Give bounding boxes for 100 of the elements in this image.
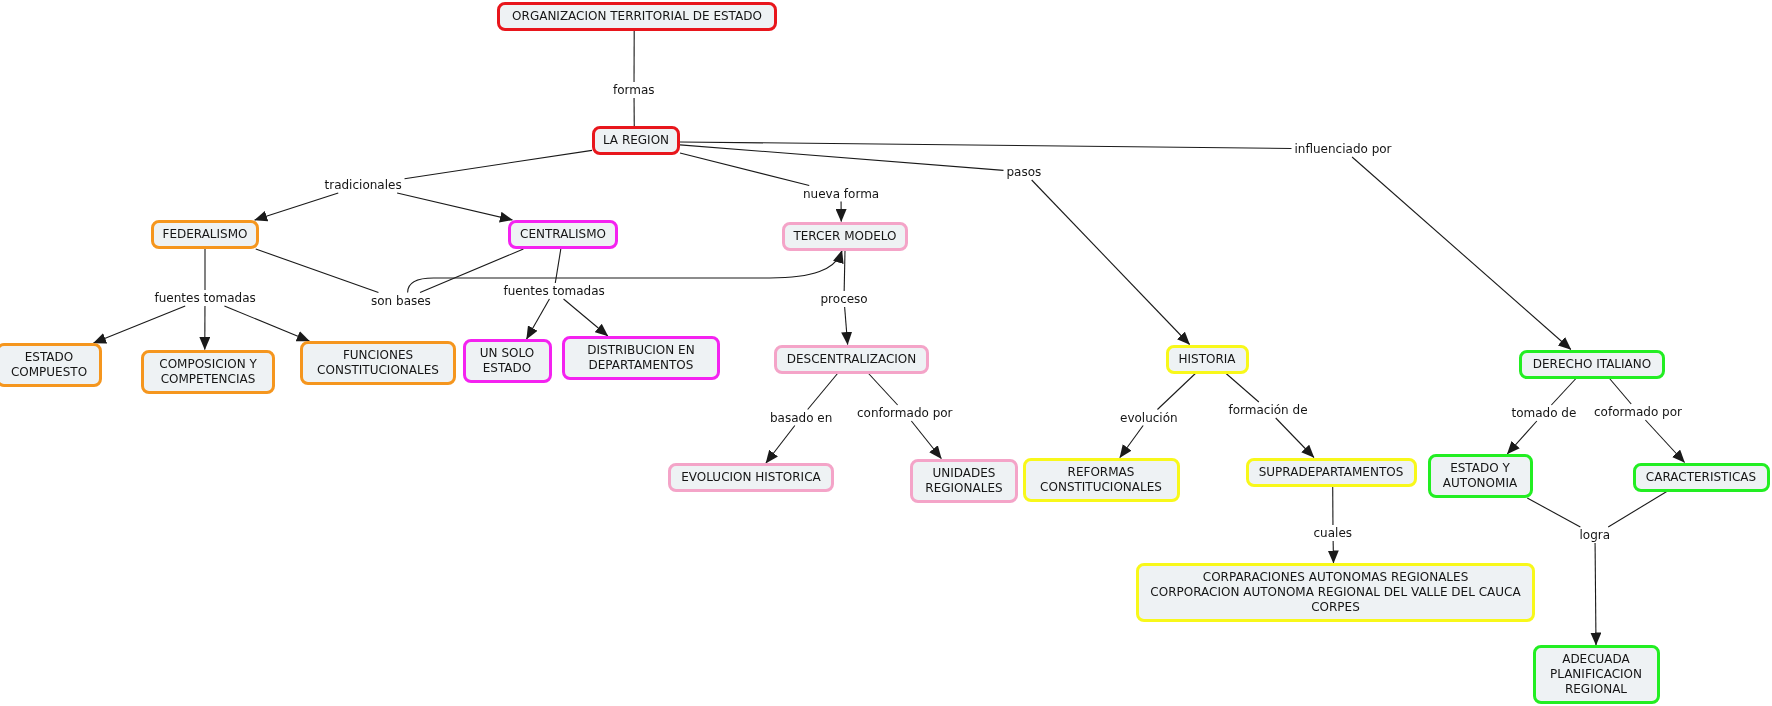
concept-label: CORPARACIONES AUTONOMAS REGIONALES	[1202, 570, 1469, 585]
concept-label: HISTORIA	[1178, 351, 1236, 367]
concept-box	[1136, 563, 1535, 622]
concept-box	[592, 126, 680, 155]
concept-label: CORPES	[1311, 600, 1360, 615]
linking-phrase: tradicionales	[321, 177, 405, 193]
concept-box	[782, 221, 908, 251]
concept-box	[0, 343, 102, 387]
concept-label: UN SOLO ESTADO	[478, 346, 536, 376]
linking-phrase: tomado de	[1508, 405, 1580, 421]
linking-phrase: influenciado por	[1291, 141, 1395, 157]
linking-phrase: son bases	[368, 292, 434, 309]
arrow	[910, 420, 942, 460]
arrow	[254, 192, 339, 222]
connector-line	[1550, 377, 1577, 406]
arrow	[407, 249, 843, 294]
linking-phrase: nueva forma	[800, 185, 883, 202]
connector-line	[403, 149, 593, 180]
connector-line	[807, 372, 839, 411]
connector-line	[1225, 372, 1260, 403]
concept-label: FEDERALISMO	[162, 227, 248, 242]
concept-box	[462, 339, 552, 383]
arrow	[1031, 179, 1191, 346]
concept-label: ESTADO Y AUTONOMIA	[1441, 461, 1519, 491]
concept-box	[508, 220, 618, 249]
connector-line	[679, 152, 810, 187]
connector-line	[255, 248, 379, 294]
concept-label: ADECUADA PLANIFICACION REGIONAL	[1548, 652, 1644, 697]
connector-line	[419, 248, 524, 294]
linking-phrase: fuentes tomadas	[500, 283, 608, 299]
connector-line	[1608, 377, 1632, 405]
arrow	[1590, 542, 1602, 646]
connector-line	[868, 372, 899, 406]
concept-box	[1532, 645, 1660, 704]
linking-phrase: coformado por	[1591, 404, 1685, 420]
concept-box	[300, 341, 456, 385]
concept-label: UNIDADES REGIONALES	[924, 465, 1004, 496]
concept-box	[151, 220, 259, 249]
concept-box	[141, 349, 275, 394]
arrow	[563, 298, 609, 337]
concept-box	[910, 458, 1018, 503]
connector-line	[204, 248, 206, 291]
concept-label: TERCER MODELO	[793, 228, 897, 244]
concept-box	[1245, 457, 1417, 487]
linking-phrase: pasos	[1003, 164, 1045, 180]
linking-phrase: conformado por	[854, 405, 956, 421]
arrow	[835, 200, 847, 223]
linking-phrase: basado en	[767, 409, 836, 426]
connector-line	[1332, 485, 1334, 526]
arrow	[1327, 540, 1339, 564]
connector-line	[843, 249, 846, 292]
concept-box	[1632, 462, 1770, 492]
concept-box	[562, 336, 720, 380]
concept-label: ORGANIZACION TERRITORIAL DE ESTADO	[512, 8, 762, 24]
arrow	[1644, 419, 1686, 464]
linking-phrase: proceso	[817, 291, 871, 307]
concept-label: DESCENTRALIZACION	[786, 351, 917, 367]
arrow	[765, 424, 796, 464]
connector-line	[1156, 372, 1196, 411]
concept-box	[1022, 457, 1180, 502]
arrow	[199, 305, 211, 351]
arrow	[1119, 424, 1144, 459]
arrow	[1506, 420, 1538, 455]
connector-line	[554, 248, 562, 284]
concept-label: CARACTERISTICAS	[1645, 469, 1757, 485]
concept-label: REFORMAS CONSTITUCIONALES	[1039, 464, 1163, 495]
linking-phrase: evolución	[1117, 409, 1181, 426]
concept-label: DISTRIBUCION EN DEPARTAMENTOS	[586, 343, 696, 373]
concept-label: CORPORACION AUTONOMA REGIONAL DEL VALLE DEL CAUCA	[1150, 585, 1521, 600]
arrow	[1351, 156, 1572, 351]
concept-label: ESTADO COMPUESTO	[9, 350, 89, 380]
concept-box	[774, 344, 929, 374]
linking-phrase: fuentes tomadas	[151, 290, 259, 306]
concept-box	[1519, 349, 1665, 379]
arrow	[526, 298, 550, 340]
arrow	[1275, 417, 1315, 459]
connector-line	[1526, 497, 1581, 528]
connector-line	[1607, 490, 1668, 528]
arrow	[223, 305, 310, 342]
arrow	[92, 305, 186, 344]
linking-phrase: cuales	[1310, 525, 1356, 541]
connector-line	[633, 97, 635, 127]
arrow	[841, 306, 853, 346]
concept-label: COMPOSICION Y COMPETENCIAS	[158, 356, 258, 387]
concept-label: LA REGION	[602, 133, 670, 148]
connector-line	[679, 144, 1005, 171]
concept-box	[1165, 344, 1249, 374]
linking-phrase: formas	[610, 82, 658, 98]
concept-box	[1427, 454, 1533, 498]
concept-box	[668, 463, 834, 492]
connector-line	[633, 29, 635, 83]
linking-phrase: logra	[1576, 527, 1614, 543]
concept-label: CENTRALISMO	[520, 227, 606, 242]
concept-label: SUPRADEPARTAMENTOS	[1258, 464, 1404, 480]
concept-label: EVOLUCION HISTORICA	[681, 470, 821, 485]
arrow	[396, 192, 513, 223]
concept-label: FUNCIONES CONSTITUCIONALES	[316, 348, 440, 378]
concept-label: DERECHO ITALIANO	[1532, 356, 1652, 372]
linking-phrase: formación de	[1225, 402, 1311, 418]
concept-box	[497, 1, 777, 31]
